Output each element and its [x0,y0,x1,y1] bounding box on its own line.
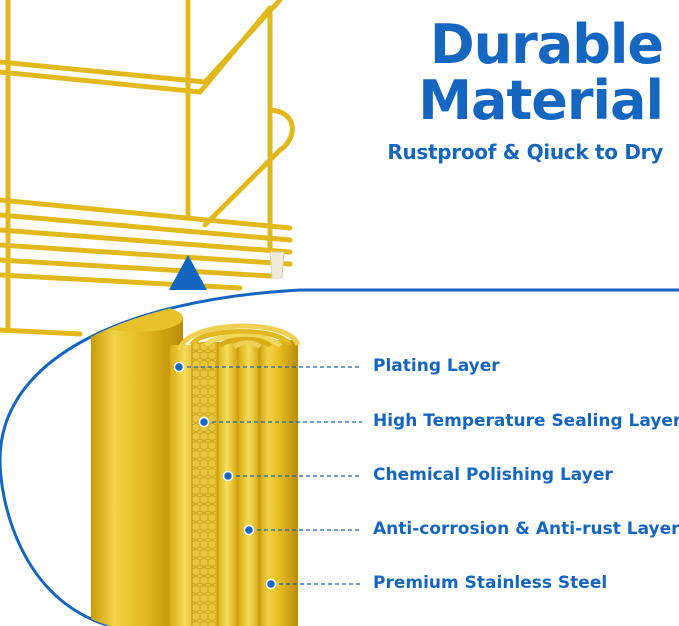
pointer-triangle [169,255,207,290]
marker-dot [265,578,277,590]
layer-label-steel: Premium Stainless Steel [373,573,608,593]
callout-anticorrosion [243,524,362,536]
layer-callouts [173,361,362,590]
callout-steel [265,578,362,590]
headline-line-1: Durable [429,13,664,76]
marker-dot [198,416,210,428]
callout-sealing [198,416,362,428]
subtitle: Rustproof & Qiuck to Dry [387,140,663,164]
headline-line-2: Material [418,69,664,132]
marker-dot [243,524,255,536]
layer-label-anticorrosion: Anti-corrosion & Anti-rust Layer [373,519,679,539]
layer-label-plating: Plating Layer [373,356,500,376]
layer-label-sealing: High Temperature Sealing Layer [373,411,679,431]
rack-foot [269,251,285,279]
layer-label-polishing: Chemical Polishing Layer [373,465,613,485]
layered-tube [91,304,301,626]
marker-dot [222,470,234,482]
marker-dot [173,361,185,373]
wire-rack [0,0,295,337]
callout-plating [173,361,362,373]
callout-polishing [222,470,362,482]
zoom-circle [0,288,679,626]
